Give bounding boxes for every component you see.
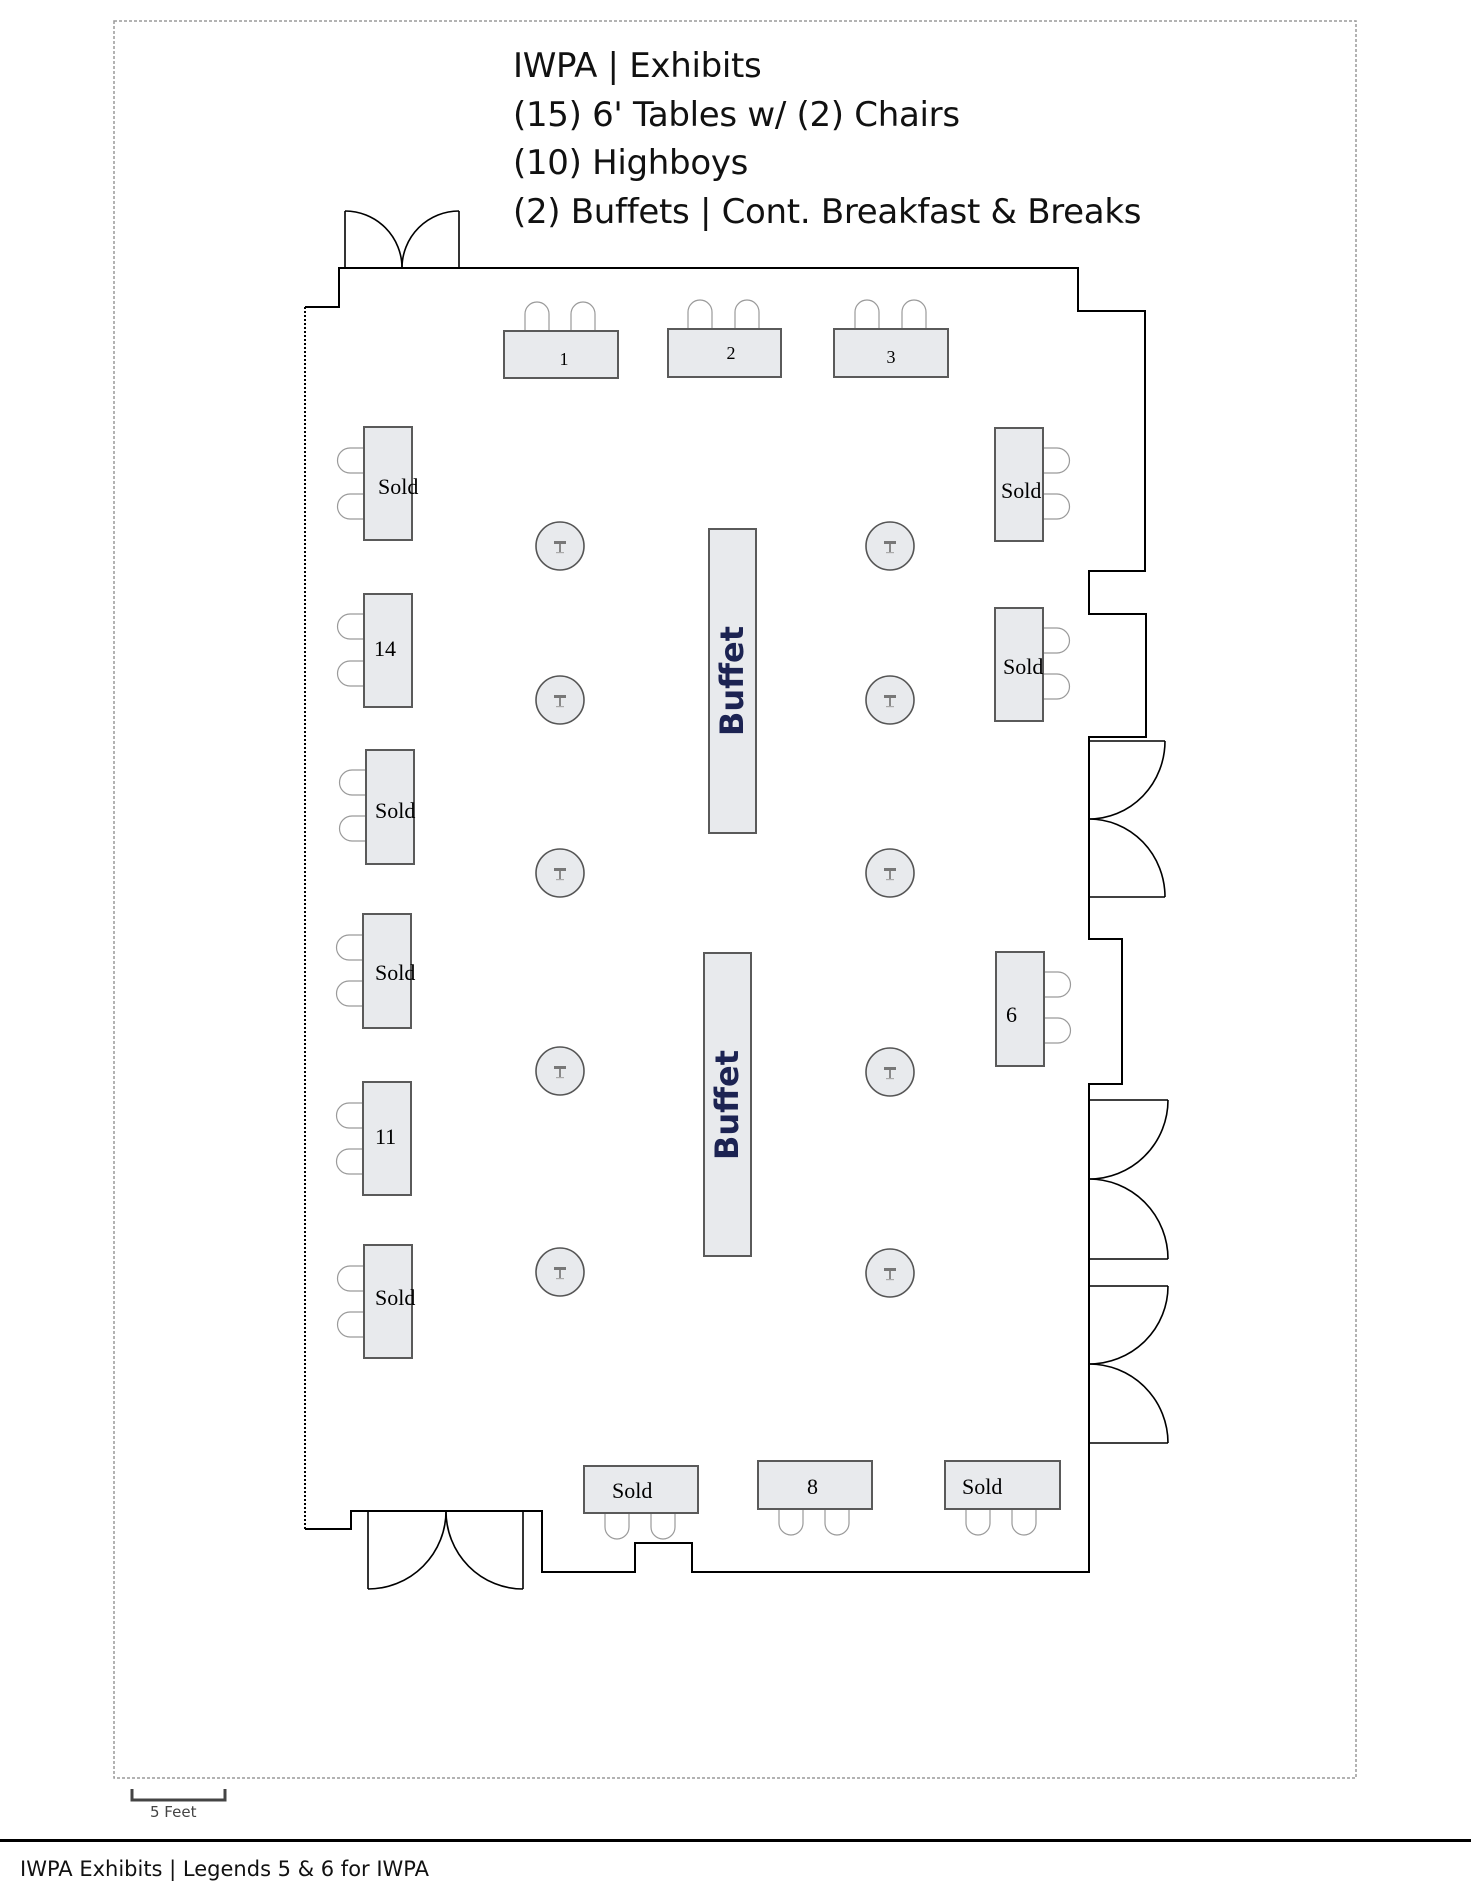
table-8[interactable] [757,1460,873,1510]
door-bottom [367,1510,524,1590]
page-frame [113,20,1357,1779]
table-2[interactable] [667,328,782,378]
table-left-1[interactable] [363,426,413,541]
title-line: (2) Buffets | Cont. Breakfast & Breaks [513,191,1142,232]
footer-divider [0,1839,1471,1842]
scale-bar [130,1789,227,1802]
title-line: IWPA | Exhibits [513,46,762,86]
table-label: 8 [807,1474,818,1499]
highboy-icon[interactable] [865,1047,915,1097]
table-bottom-3[interactable] [944,1460,1061,1510]
title-block: IWPA | Exhibits (15) 6' Tables w/ (2) Ch… [513,42,1141,236]
table-label: Sold [375,1285,415,1310]
table-right-1[interactable] [994,427,1044,542]
highboy-icon[interactable] [535,1247,585,1297]
title-line: (15) 6' Tables w/ (2) Chairs [513,94,960,135]
table-6[interactable] [995,951,1045,1067]
table-label: 14 [374,636,396,661]
door-right-1 [1088,740,1166,898]
footer-text: IWPA Exhibits | Legends 5 & 6 for IWPA [20,1857,429,1881]
table-right-2[interactable] [994,607,1044,722]
highboy-icon[interactable] [535,675,585,725]
table-label: Sold [612,1478,652,1503]
buffet-label: Buffet [708,1050,746,1160]
door-right-3 [1088,1285,1169,1444]
buffet-2[interactable] [703,952,752,1257]
table-label: 6 [1006,1002,1017,1027]
highboy-icon[interactable] [865,521,915,571]
table-label: 1 [560,349,569,369]
table-label: 3 [887,347,896,367]
table-1[interactable] [503,330,619,379]
table-label: Sold [375,960,415,985]
table-left-4[interactable] [362,913,412,1029]
door-top [344,210,460,269]
table-label: Sold [1001,478,1041,503]
table-bottom-1[interactable] [583,1465,699,1514]
highboy-icon[interactable] [865,848,915,898]
highboy-icon[interactable] [535,521,585,571]
table-label: Sold [1003,654,1043,679]
highboy-icon[interactable] [535,848,585,898]
table-left-6[interactable] [363,1244,413,1359]
table-11[interactable] [362,1081,412,1196]
buffet-label: Buffet [713,626,751,736]
scale-label: 5 Feet [150,1803,197,1821]
table-label: Sold [375,798,415,823]
title-line: (10) Highboys [513,143,749,183]
highboy-icon[interactable] [865,1248,915,1298]
table-left-3[interactable] [365,749,415,865]
highboy-icon[interactable] [535,1046,585,1096]
table-label: Sold [962,1474,1002,1499]
buffet-1[interactable] [708,528,757,834]
highboy-icon[interactable] [865,675,915,725]
table-label: 11 [375,1124,396,1149]
table-label: 2 [727,343,736,363]
door-right-2 [1088,1099,1169,1260]
table-3[interactable] [833,328,949,378]
table-14[interactable] [363,593,413,708]
room-walls [304,267,1147,1573]
table-label: Sold [378,474,418,499]
chairs [335,299,1072,1540]
